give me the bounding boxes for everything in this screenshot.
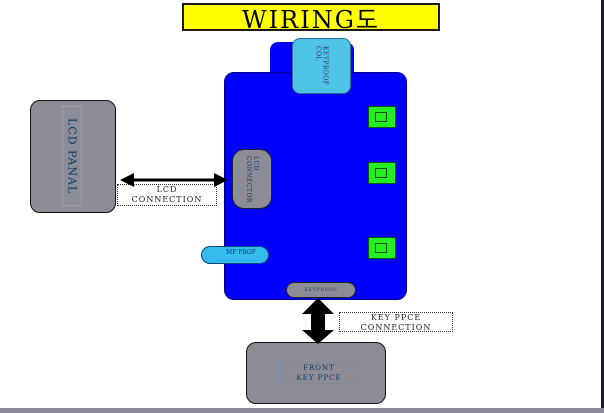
lcd-connector: LCD CONNECTOR [232,149,272,209]
lcd-panel-label-box: LCD PANAL [62,106,82,206]
lcd-connection-arrow [120,173,228,187]
key-connection-label: KEY PPCE CONNECTION [339,312,453,332]
key-connector: KEYPROOF [286,282,356,298]
diagram-title: WIRING도 [182,3,440,34]
lcd-panel-label: LCD PANAL [65,117,79,195]
key-connector-label: KEYPROOF [304,287,338,293]
green-module-2 [368,162,396,184]
window-bottom-border [0,408,604,413]
lcd-connector-label: LCD CONNECTOR [245,155,259,203]
key-connection-arrow [302,298,334,344]
window-right-border [601,0,604,413]
green-module-3 [368,237,396,259]
top-connector-label: KEYPROOF COL [314,46,329,86]
lcd-connection-label: LCD CONNECTION [117,184,217,206]
front-key-panel [246,342,386,404]
side-connector-label: MF PROF [226,249,256,256]
side-connector: MF PROF [201,246,269,264]
green-module-1 [368,106,396,128]
lcd-panel [30,100,116,213]
top-connector: KEYPROOF COL [292,38,351,94]
front-panel-label: FRONT KEY PPCE [280,362,358,384]
